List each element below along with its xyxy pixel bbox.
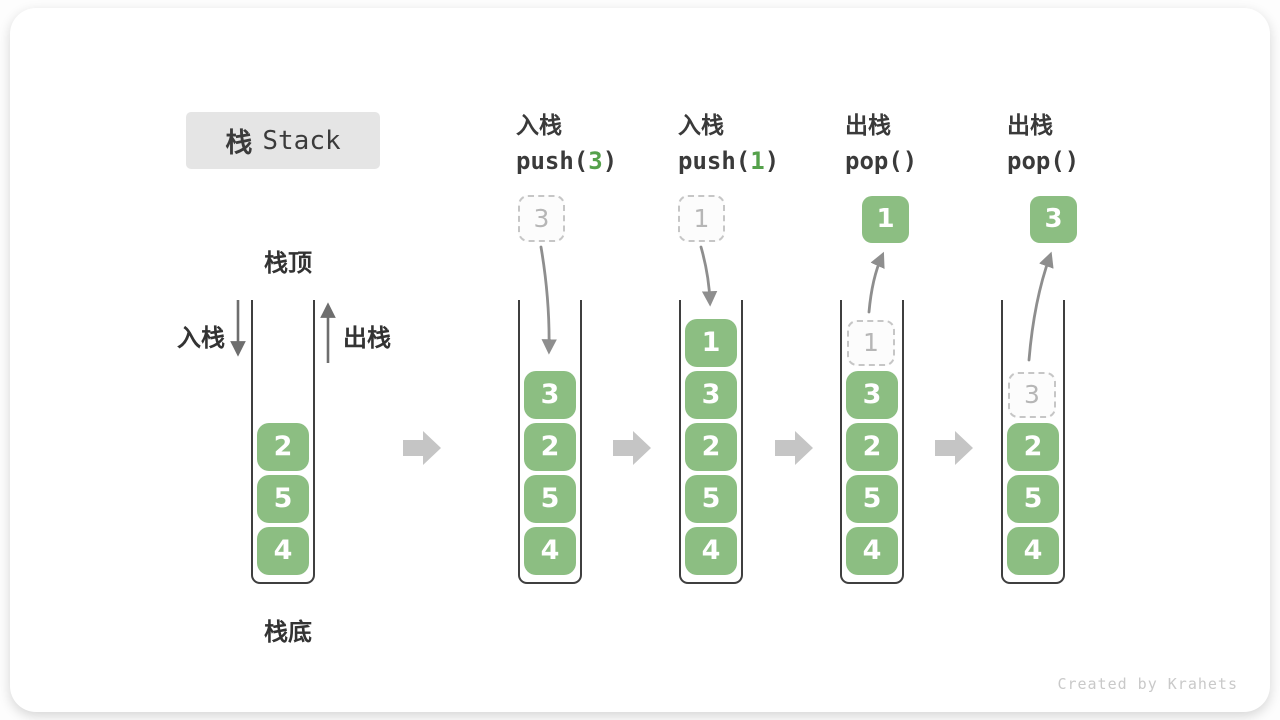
- popped-block: 1: [862, 196, 909, 243]
- stack-block: 2: [257, 423, 309, 471]
- op-arg: 3: [588, 147, 603, 175]
- floating-push-block: 3: [518, 195, 565, 242]
- title-badge: 栈 Stack: [186, 112, 380, 169]
- op-code: push(3): [516, 147, 618, 175]
- ghost-block: 3: [1008, 372, 1056, 418]
- stack-block: 4: [257, 527, 309, 575]
- op-label: 入栈: [678, 112, 724, 138]
- op-code: pop(): [845, 147, 918, 175]
- stack-bottom-label: 栈底: [264, 619, 312, 646]
- op-push-1: 入栈 push(1): [678, 106, 838, 175]
- stack-top-label: 栈顶: [264, 250, 312, 277]
- stack-block: 4: [846, 527, 898, 575]
- pop-side-label: 出栈: [343, 325, 391, 352]
- title-en: Stack: [262, 125, 341, 156]
- stack-block: 5: [846, 475, 898, 523]
- op-code: push(1): [678, 147, 780, 175]
- op-label: 出栈: [1007, 112, 1053, 138]
- op-arg: 1: [750, 147, 765, 175]
- floating-push-block: 1: [678, 195, 725, 242]
- stack-block: 3: [524, 371, 576, 419]
- op-label: 入栈: [516, 112, 562, 138]
- stack-block: 3: [685, 371, 737, 419]
- op-code: pop(): [1007, 147, 1080, 175]
- stack-block: 4: [685, 527, 737, 575]
- popped-block: 3: [1030, 196, 1077, 243]
- stack-block: 5: [1007, 475, 1059, 523]
- stack-block: 2: [846, 423, 898, 471]
- stack-block: 5: [524, 475, 576, 523]
- op-pop-1: 出栈 pop(): [845, 106, 1005, 175]
- op-push-3: 入栈 push(3): [516, 106, 676, 175]
- stack-block: 3: [846, 371, 898, 419]
- ghost-block: 1: [847, 320, 895, 366]
- stack-block: 4: [1007, 527, 1059, 575]
- title-zh: 栈: [225, 128, 253, 158]
- push-side-label: 入栈: [177, 325, 225, 352]
- stack-block: 2: [685, 423, 737, 471]
- stack-block: 5: [257, 475, 309, 523]
- op-label: 出栈: [845, 112, 891, 138]
- op-pop-2: 出栈 pop(): [1007, 106, 1167, 175]
- stack-block: 4: [524, 527, 576, 575]
- stack-block: 5: [685, 475, 737, 523]
- stack-block: 1: [685, 319, 737, 367]
- stack-block: 2: [524, 423, 576, 471]
- watermark: Created by Krahets: [1057, 675, 1238, 693]
- stack-block: 2: [1007, 423, 1059, 471]
